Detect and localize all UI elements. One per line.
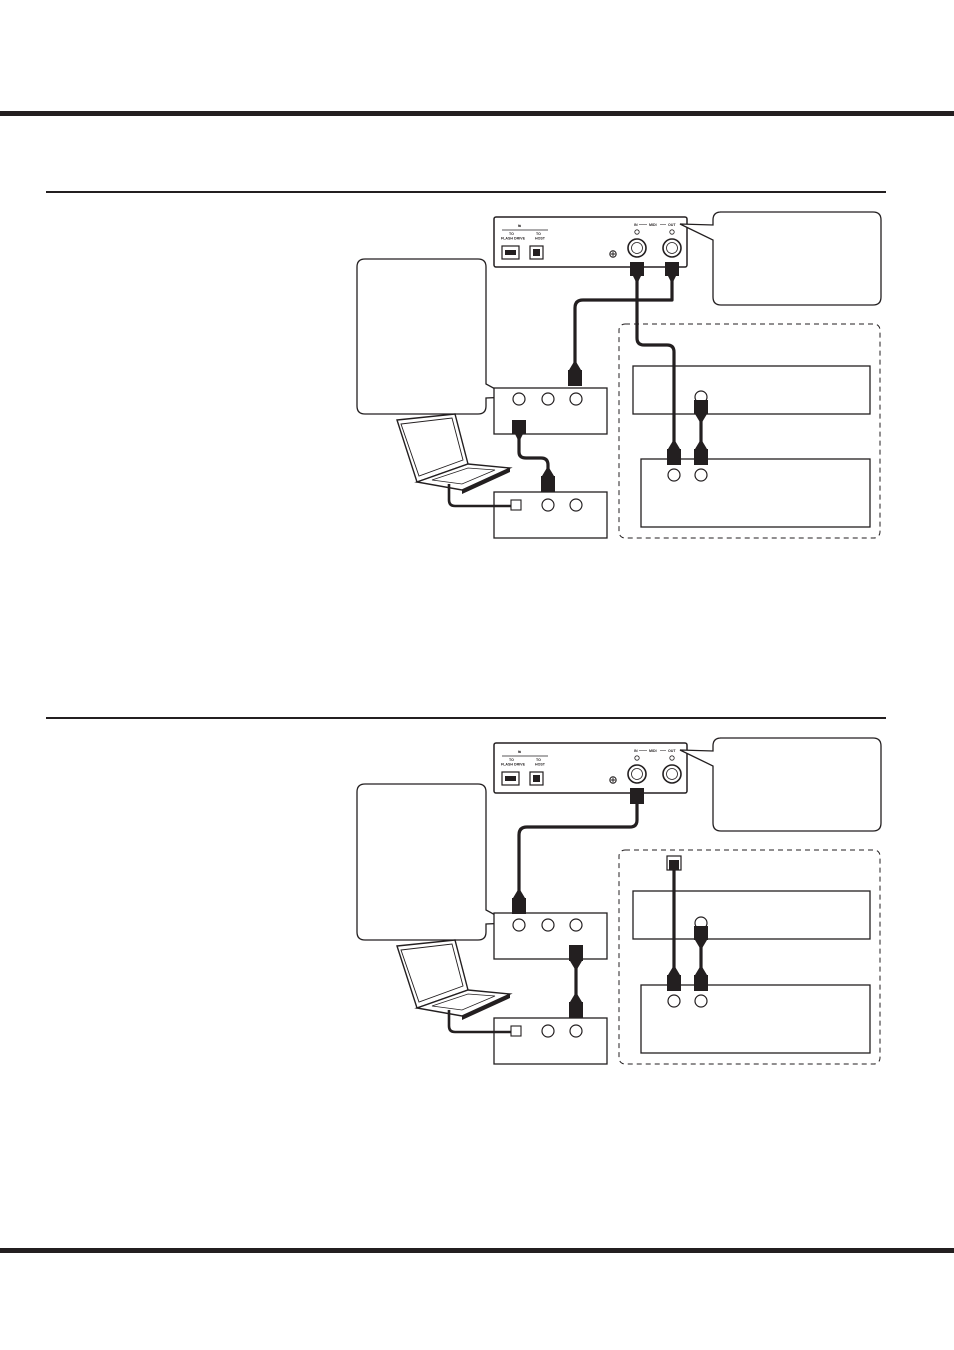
plug-icon bbox=[667, 449, 681, 465]
usb-symbol-icon: ⇋ bbox=[518, 749, 522, 754]
connection-diagram-2: ⇋ TO FLASH DRIVE TO HOST IN MIDI OUT bbox=[356, 737, 882, 1065]
interface-jack-1-icon bbox=[512, 918, 526, 932]
computer-jack-2-icon bbox=[569, 1024, 583, 1038]
module-box-1 bbox=[632, 365, 871, 415]
midi-label: MIDI bbox=[649, 223, 657, 227]
usb-flash-label-2: FLASH DRIVE bbox=[501, 237, 526, 241]
plug-icon bbox=[569, 945, 583, 961]
midi-in-label: IN bbox=[634, 749, 638, 753]
cable-plugs bbox=[512, 262, 708, 492]
module-box-1 bbox=[632, 890, 871, 940]
computer-jack-2-icon bbox=[569, 498, 583, 512]
midi-out-label: OUT bbox=[668, 223, 676, 227]
cable-laptop-to-port bbox=[447, 484, 511, 508]
usb-host-label-1: TO bbox=[536, 758, 541, 762]
panel-callout-box bbox=[679, 737, 882, 832]
computer-jack-1-icon bbox=[541, 498, 555, 512]
usb-symbol-icon: ⇋ bbox=[518, 223, 522, 228]
laptop-icon bbox=[396, 939, 513, 1020]
section-1-rule bbox=[46, 191, 886, 193]
module-2-jack-2-icon bbox=[694, 994, 708, 1008]
module-box-2 bbox=[640, 984, 871, 1054]
plug-icon bbox=[630, 788, 644, 804]
cable-in-to-module bbox=[635, 265, 676, 455]
plug-icon bbox=[630, 262, 644, 276]
laptop-icon bbox=[396, 413, 513, 494]
cable-in-to-interface bbox=[517, 791, 639, 898]
midi-in-label: IN bbox=[634, 223, 638, 227]
plug-icon bbox=[694, 926, 708, 940]
footer-rule bbox=[0, 1248, 954, 1253]
module-2-jack-1-icon bbox=[667, 468, 681, 482]
interface-jack-3-icon bbox=[569, 918, 583, 932]
usb-flash-label-1: TO bbox=[509, 758, 514, 762]
instrument-rear-panel: ⇋ TO FLASH DRIVE TO HOST IN MIDI OUT bbox=[493, 742, 688, 794]
connection-diagram-1: ⇋ TO FLASH DRIVE TO HOST IN MIDI OUT bbox=[356, 211, 882, 539]
interface-speech-bubble bbox=[356, 783, 513, 941]
computer-jack-1-icon bbox=[541, 1024, 555, 1038]
plug-icon bbox=[694, 400, 708, 414]
header-rule bbox=[0, 111, 954, 116]
cable-laptop-to-port bbox=[447, 1010, 511, 1034]
plug-icon bbox=[568, 370, 582, 386]
cable-interface-to-computer bbox=[517, 430, 550, 478]
usb-host-label-1: TO bbox=[536, 232, 541, 236]
midi-out-label: OUT bbox=[668, 749, 676, 753]
usb-port-icon bbox=[510, 1025, 522, 1037]
midi-interface-box bbox=[493, 387, 608, 435]
midi-label: MIDI bbox=[649, 749, 657, 753]
midi-interface-box bbox=[493, 912, 608, 960]
computer-port-box bbox=[493, 491, 608, 539]
section-2-rule bbox=[46, 717, 886, 719]
interface-jack-3-icon bbox=[569, 392, 583, 406]
module-box-2 bbox=[640, 458, 871, 528]
plug-icon bbox=[694, 449, 708, 465]
usb-host-label-2: HOST bbox=[535, 763, 546, 767]
interface-jack-1-icon bbox=[512, 392, 526, 406]
panel-callout-box bbox=[679, 211, 882, 306]
plug-icon bbox=[512, 898, 526, 914]
plug-icon bbox=[665, 262, 679, 276]
cable-plugs bbox=[512, 788, 708, 1018]
interface-speech-bubble bbox=[356, 258, 513, 415]
module-2-jack-2-icon bbox=[694, 468, 708, 482]
interface-jack-2-icon bbox=[541, 392, 555, 406]
usb-port-icon bbox=[510, 499, 522, 511]
plug-icon bbox=[512, 420, 526, 434]
sound-module-group bbox=[618, 323, 881, 539]
plug-icon bbox=[694, 975, 708, 991]
plug-icon bbox=[569, 1002, 583, 1018]
usb-flash-label-1: TO bbox=[509, 232, 514, 236]
plug-icon bbox=[667, 975, 681, 991]
computer-port-box bbox=[493, 1017, 608, 1065]
module-2-jack-1-icon bbox=[667, 994, 681, 1008]
instrument-rear-panel: ⇋ TO FLASH DRIVE TO HOST IN MIDI OUT bbox=[493, 216, 688, 268]
sound-module-group bbox=[618, 849, 881, 1065]
plug-icon bbox=[541, 476, 555, 492]
usb-host-label-2: HOST bbox=[535, 237, 546, 241]
interface-jack-2-icon bbox=[541, 918, 555, 932]
cable-out-to-interface bbox=[573, 265, 674, 370]
usb-flash-label-2: FLASH DRIVE bbox=[501, 763, 526, 767]
